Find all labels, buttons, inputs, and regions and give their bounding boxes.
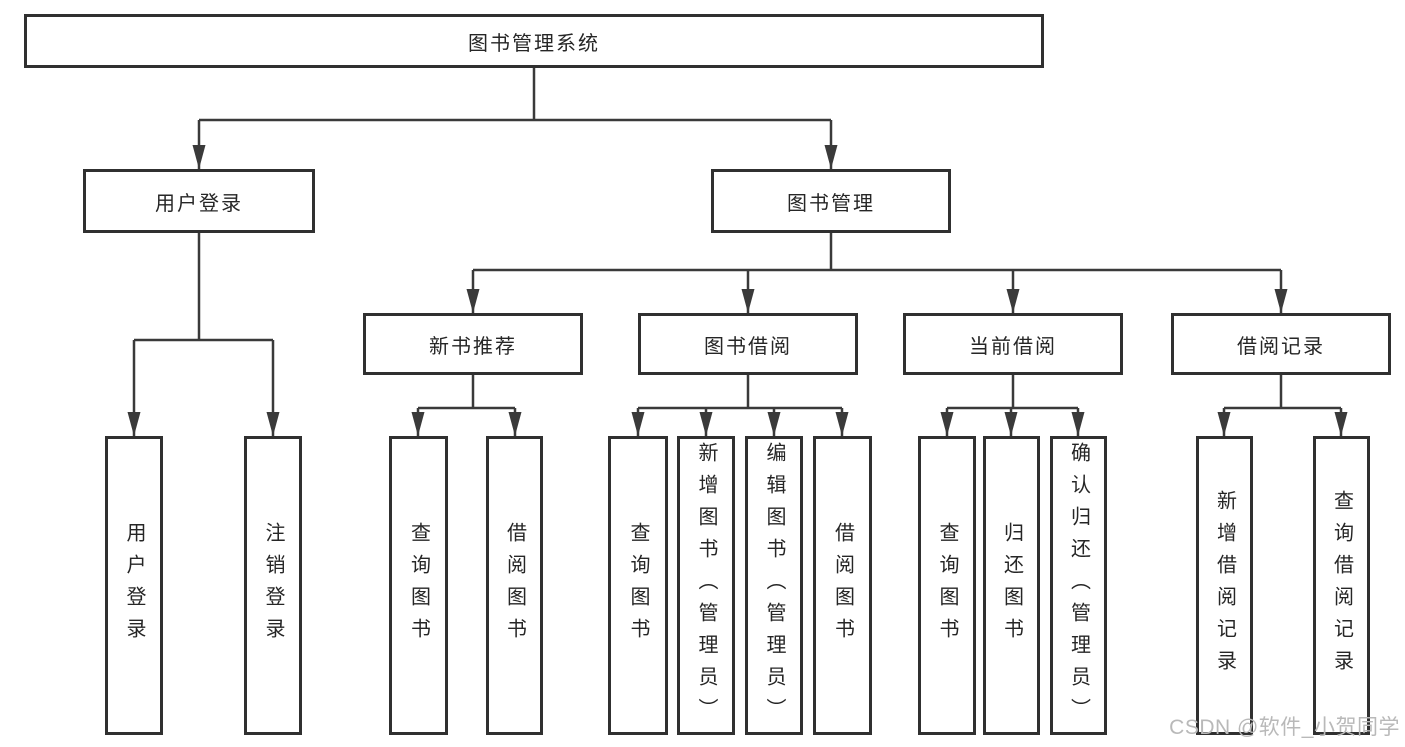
node-label: 用户登录: [155, 192, 243, 215]
connector-bookmgmt-to-level3: [466, 233, 1288, 313]
node-label: 查询图书: [407, 521, 430, 650]
node-label: 用户登录: [123, 521, 145, 650]
node-search-books-borrow: 查询图书: [608, 436, 668, 735]
connector-recommend-to-leaves: [411, 375, 522, 436]
node-label: 查询图书: [627, 521, 649, 650]
node-label: 借阅图书: [503, 521, 526, 650]
node-label: 图书管理系统: [468, 32, 600, 55]
node-label: 图书借阅: [704, 335, 792, 358]
node-logout-action: 注销登录: [244, 436, 302, 735]
node-current-borrowing: 当前借阅: [903, 313, 1123, 375]
node-book-borrowing: 图书借阅: [638, 313, 858, 375]
node-borrow-books: 借阅图书: [813, 436, 872, 735]
node-user-login-action: 用户登录: [105, 436, 163, 735]
node-label: 查询借阅记录: [1330, 489, 1353, 682]
node-label: 查询图书: [936, 521, 958, 650]
node-new-book-recommendation: 新书推荐: [363, 313, 583, 375]
node-borrowing-records: 借阅记录: [1171, 313, 1391, 375]
connector-userlogin-to-leaves: [127, 233, 280, 436]
node-add-books-admin: 新增图书（管理员）: [677, 436, 735, 735]
node-return-books: 归还图书: [983, 436, 1040, 735]
node-search-books-current: 查询图书: [918, 436, 976, 735]
node-borrow-books-recommend: 借阅图书: [486, 436, 543, 735]
watermark: CSDN @软件_小贺同学: [1169, 716, 1400, 739]
node-edit-books-admin: 编辑图书（管理员）: [745, 436, 803, 735]
node-confirm-return-admin: 确认归还（管理员）: [1050, 436, 1107, 735]
node-label: 归还图书: [1000, 521, 1023, 650]
node-label: 借阅记录: [1237, 335, 1325, 358]
connector-current-to-leaves: [940, 375, 1085, 436]
node-root: 图书管理系统: [24, 14, 1044, 68]
connector-records-to-leaves: [1217, 375, 1348, 436]
node-label: 确认归还（管理员）: [1067, 441, 1090, 730]
node-search-borrow-record: 查询借阅记录: [1313, 436, 1370, 735]
node-label: 新书推荐: [429, 335, 517, 358]
node-label: 编辑图书（管理员）: [763, 441, 785, 730]
connector-borrowing-to-leaves: [631, 375, 849, 436]
node-label: 当前借阅: [969, 335, 1057, 358]
node-label: 新增借阅记录: [1213, 489, 1236, 682]
node-book-management: 图书管理: [711, 169, 951, 233]
connector-root-to-level2: [192, 68, 838, 169]
node-search-books-recommend: 查询图书: [389, 436, 448, 735]
node-user-login: 用户登录: [83, 169, 315, 233]
node-label: 新增图书（管理员）: [695, 441, 717, 730]
node-label: 借阅图书: [831, 521, 854, 650]
node-label: 图书管理: [787, 192, 875, 215]
node-label: 注销登录: [262, 521, 284, 650]
node-add-borrow-record: 新增借阅记录: [1196, 436, 1253, 735]
